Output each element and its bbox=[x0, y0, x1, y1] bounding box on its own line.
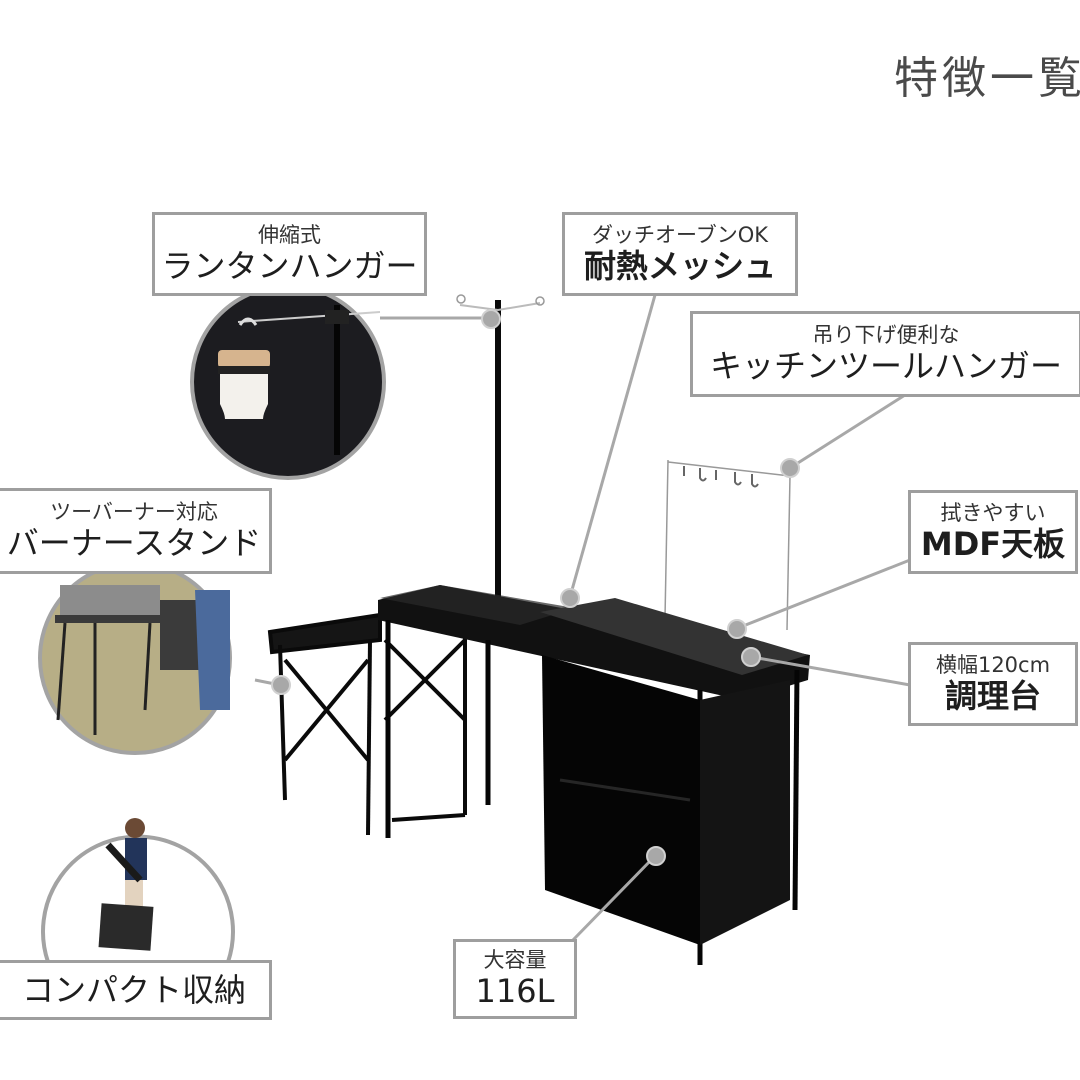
feature-label-compact: コンパクト収納 bbox=[0, 960, 272, 1020]
feature-label-burner-stand: ツーバーナー対応 バーナースタンド bbox=[0, 488, 272, 574]
feature-main: MDF天板 bbox=[920, 525, 1066, 564]
compact-detail-image bbox=[41, 818, 235, 963]
feature-label-heat-mesh: ダッチオーブンOK 耐熱メッシュ bbox=[562, 212, 798, 296]
burner-detail-image bbox=[38, 561, 232, 755]
lantern-detail-image bbox=[190, 284, 386, 480]
feature-sub: ツーバーナー対応 bbox=[50, 500, 218, 524]
feature-sub: 拭きやすい bbox=[940, 501, 1046, 525]
page-title: 特徴一覧 bbox=[894, 53, 1080, 104]
feature-label-lantern-hanger: 伸縮式 ランタンハンガー bbox=[152, 212, 427, 296]
feature-main: 116L bbox=[475, 972, 555, 1011]
feature-sub: 伸縮式 bbox=[258, 223, 321, 247]
feature-label-mdf-top: 拭きやすい MDF天板 bbox=[908, 490, 1078, 574]
feature-main: ランタンハンガー bbox=[161, 247, 418, 286]
feature-sub: 吊り下げ便利な bbox=[812, 323, 960, 347]
feature-main: 耐熱メッシュ bbox=[583, 247, 776, 286]
feature-label-cooking-table: 横幅120cm 調理台 bbox=[908, 642, 1078, 726]
feature-label-kitchen-tool-hanger: 吊り下げ便利な キッチンツールハンガー bbox=[690, 311, 1080, 397]
feature-label-capacity: 大容量 116L bbox=[453, 939, 577, 1019]
feature-sub: 大容量 bbox=[483, 948, 547, 972]
feature-main: コンパクト収納 bbox=[21, 970, 246, 1009]
feature-sub: 横幅120cm bbox=[935, 653, 1051, 677]
feature-sub: ダッチオーブンOK bbox=[591, 223, 769, 247]
feature-main: 調理台 bbox=[944, 677, 1041, 716]
feature-main: キッチンツールハンガー bbox=[709, 347, 1062, 386]
feature-main: バーナースタンド bbox=[6, 524, 262, 563]
